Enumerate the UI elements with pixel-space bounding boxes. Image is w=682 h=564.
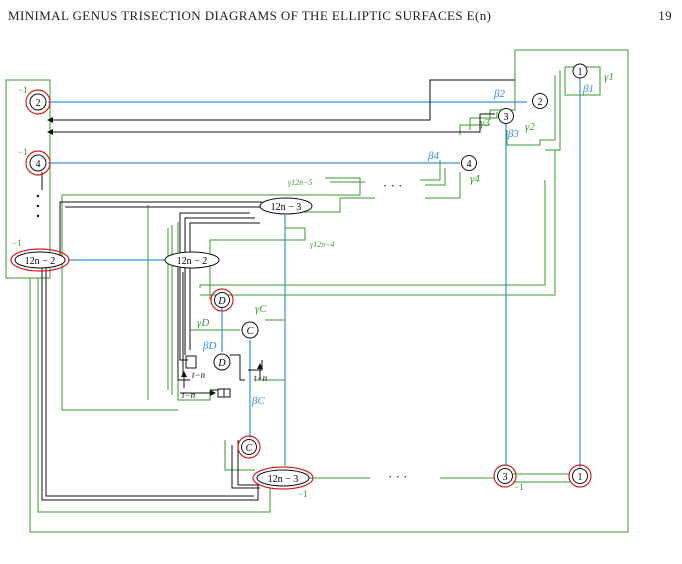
node-C-mid: C [241, 321, 259, 339]
node-2-right: 2 [532, 93, 548, 109]
node-D-top: D [210, 288, 234, 312]
black-curves [41, 79, 515, 501]
label-gamma2: γ2 [525, 121, 535, 133]
node-12n-2-left: 12n − 2 [10, 248, 70, 272]
node-C-mid-label: C [247, 326, 254, 337]
node-D-top-label: D [217, 296, 226, 307]
label-gamma4: γ4 [470, 173, 480, 185]
ellipsis-top: · · · [383, 178, 403, 193]
node-12n-2-left-label: 12n − 2 [25, 256, 56, 267]
label-t-minus-n-a: t−n [192, 370, 206, 380]
label-minus1-a: −1 [18, 85, 28, 95]
label-beta1: β1 [582, 83, 594, 95]
node-3-right-label: 3 [504, 112, 509, 123]
node-3-bottom-label: 3 [503, 472, 508, 483]
header-title: MINIMAL GENUS TRISECTION DIAGRAMS OF THE… [8, 8, 492, 23]
label-minus1-c: −1 [12, 238, 22, 248]
label-minus1-b: −1 [18, 147, 28, 157]
node-2-right-label: 2 [538, 97, 543, 108]
node-12n-3-bottom: 12n − 3 [252, 466, 314, 490]
node-1-top-label: 1 [578, 67, 583, 78]
label-betaC: βC [251, 395, 265, 407]
label-t-minus-n-c: t−n [182, 390, 196, 400]
node-3-right: 3 [498, 108, 514, 124]
ellipsis-bottom: · · · [388, 469, 408, 484]
label-beta2: β2 [493, 88, 505, 100]
node-1-top: 1 [572, 63, 588, 79]
node-4-right: 4 [461, 155, 477, 171]
label-beta3: β3 [507, 128, 519, 140]
running-header: MINIMAL GENUS TRISECTION DIAGRAMS OF THE… [8, 6, 672, 28]
blue-curves [48, 78, 581, 470]
label-minus1-d: −1 [298, 489, 308, 499]
node-12n-2-mid-label: 12n − 2 [177, 256, 208, 267]
label-beta4: β4 [427, 150, 439, 162]
node-1-bottom-label: 1 [578, 472, 583, 483]
node-3-bottom: 3 [493, 464, 517, 488]
node-2-left: 2 [25, 89, 51, 115]
vertical-ellipsis [36, 194, 40, 218]
label-gamma12n5: γ12n−5 [288, 178, 313, 187]
node-C-bottom: C [237, 435, 261, 459]
node-12n-3-top: 12n − 3 [259, 197, 313, 215]
page-number: 19 [658, 8, 672, 23]
label-gammaC: γC [255, 303, 267, 315]
node-12n-2-mid: 12n − 2 [164, 251, 220, 269]
label-minus1-e: −1 [514, 482, 524, 492]
node-4-left-label: 4 [36, 159, 41, 170]
label-gamma1: γ1 [604, 71, 614, 83]
label-gammaD: γD [197, 317, 209, 329]
node-2-left-label: 2 [36, 98, 41, 109]
node-4-left: 4 [25, 150, 51, 176]
label-gamma3: γ3 [480, 117, 490, 129]
node-12n-3-bottom-label: 12n − 3 [268, 474, 299, 485]
label-betaD: βD [202, 340, 216, 352]
label-t-minus-n-b: t−n [254, 373, 268, 383]
node-D-lower: D [213, 353, 231, 371]
box-marker-left [185, 355, 197, 369]
node-4-right-label: 4 [467, 159, 472, 170]
node-12n-3-top-label: 12n − 3 [271, 202, 302, 213]
node-D-lower-label: D [217, 358, 226, 369]
node-C-bottom-label: C [246, 443, 253, 454]
node-1-bottom: 1 [568, 464, 592, 488]
label-gamma12n4: γ12n−4 [310, 240, 335, 249]
